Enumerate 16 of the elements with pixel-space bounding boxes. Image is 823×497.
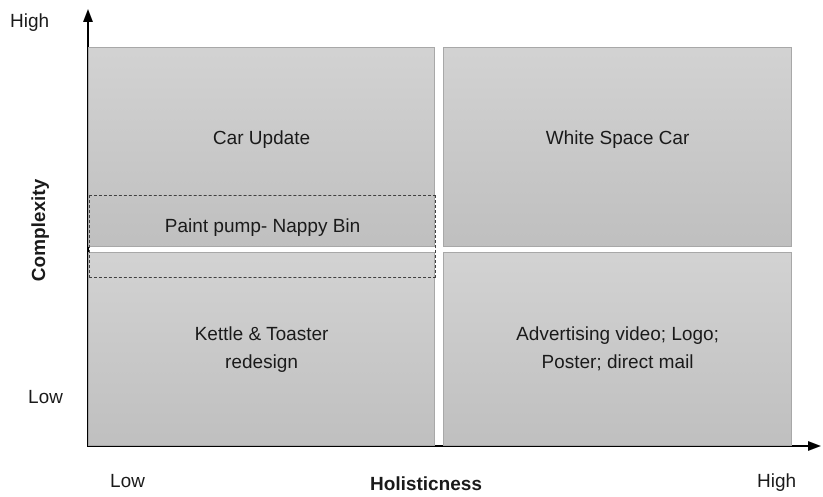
node-label: Car Update bbox=[212, 126, 310, 151]
axis-end-label: High bbox=[757, 471, 796, 493]
axis-end-label: Low bbox=[110, 471, 145, 493]
axis-end-label: High bbox=[10, 11, 50, 33]
dashed-region bbox=[89, 195, 436, 278]
axis-end-label: Low bbox=[28, 387, 63, 409]
quadrant-box bbox=[88, 252, 435, 446]
quadrant-box bbox=[443, 47, 792, 247]
quadrant-box bbox=[88, 47, 435, 247]
node-label: Advertising video; Logo; Poster; direct mail bbox=[515, 323, 720, 375]
node-label: White Space Car bbox=[546, 126, 690, 151]
axis-title: Complexity bbox=[29, 178, 51, 282]
node-label: Paint pump- Nappy Bin bbox=[164, 215, 360, 239]
node-label: Kettle & Toaster redesign bbox=[194, 323, 330, 375]
quadrant-box bbox=[443, 252, 792, 446]
axis-title: Holisticness bbox=[370, 474, 482, 496]
